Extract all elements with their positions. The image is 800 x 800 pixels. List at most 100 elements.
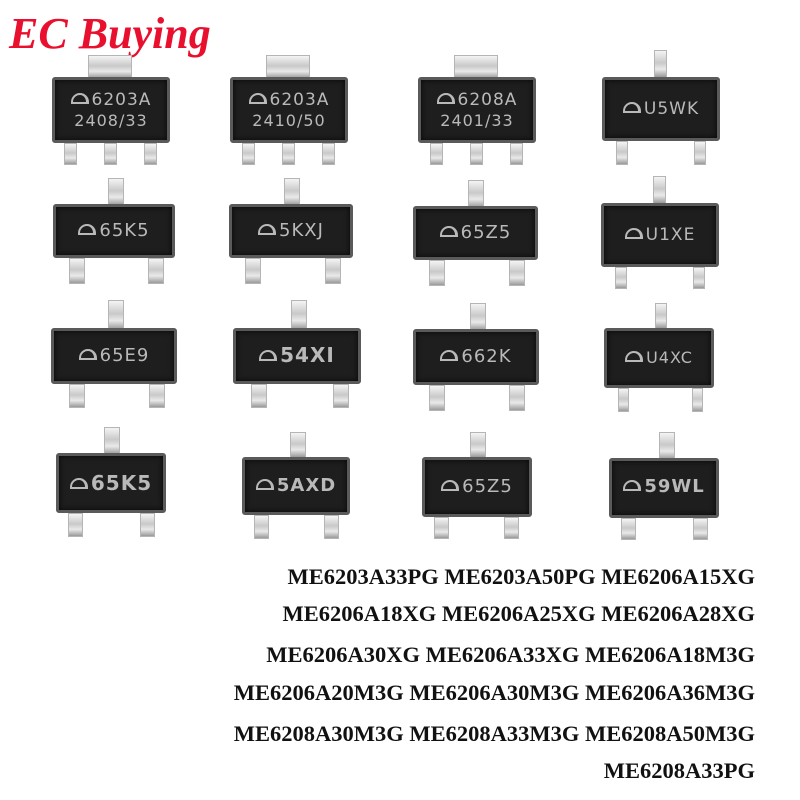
manufacturer-logo-icon (622, 102, 641, 113)
chip-leg (148, 258, 164, 284)
chip-leg (693, 518, 708, 540)
chip-leg (251, 384, 267, 408)
chip-sot23-11: 662K (413, 303, 539, 411)
chip-body (604, 328, 714, 388)
chip-tab (266, 55, 310, 79)
chip-body (229, 204, 353, 258)
chip-leg (616, 141, 628, 165)
chip-sot23-6: 5KXJ (229, 178, 353, 286)
manufacturer-logo-icon (624, 228, 643, 239)
chip-leg (322, 143, 335, 165)
chip-leg (68, 513, 83, 537)
chip-tab (88, 55, 132, 79)
part-numbers-line-6: ME6208A33PG (603, 758, 755, 783)
brand-logo-text: EC Buying (9, 9, 211, 58)
chip-marking-line2: 2401/33 (440, 111, 514, 130)
chip-leg (149, 384, 165, 408)
chip-leg-top (290, 432, 306, 458)
chip-leg (621, 518, 636, 540)
chip-body (418, 77, 536, 143)
manufacturer-logo-icon (623, 480, 642, 491)
chip-body (53, 204, 175, 258)
chip-body (413, 206, 538, 260)
chip-leg (504, 517, 519, 539)
chip-leg-top (653, 176, 666, 204)
chip-sot89-1: 6203A 2408/33 (52, 55, 170, 165)
chip-leg (694, 141, 706, 165)
chip-leg (430, 143, 443, 165)
chip-sot23-15: 65Z5 (422, 432, 532, 540)
chip-sot23-16: 59WL (609, 432, 719, 540)
manufacturer-logo-icon (440, 350, 459, 361)
part-numbers-line-2: ME6206A18XG ME6206A25XG ME6206A28XG (282, 601, 755, 626)
manufacturer-logo-icon (70, 93, 89, 104)
chip-leg (140, 513, 155, 537)
chip-sot23-10: 54XI (233, 300, 361, 408)
chip-tab (454, 55, 498, 79)
chip-leg (69, 384, 85, 408)
chip-marking: 5AXD (242, 475, 350, 496)
manufacturer-logo-icon (248, 93, 267, 104)
chip-leg-top (108, 300, 124, 330)
chip-marking: 5KXJ (229, 220, 353, 241)
chip-marking-line2: 2410/50 (252, 111, 326, 130)
chip-leg-top (470, 432, 486, 458)
chip-marking: 65K5 (56, 471, 166, 495)
chip-leg (429, 385, 445, 411)
chip-leg-top (104, 427, 120, 455)
chip-leg (144, 143, 157, 165)
chip-marking: 65K5 (53, 220, 175, 241)
chip-sot23-12: U4XC (604, 303, 714, 413)
chip-marking: 6208A (418, 90, 536, 110)
chip-sot23-9: 65E9 (51, 300, 177, 408)
chip-marking: U1XE (601, 225, 719, 245)
chip-leg (69, 258, 85, 284)
chip-leg (104, 143, 117, 165)
chip-leg (64, 143, 77, 165)
chip-leg (333, 384, 349, 408)
chip-leg (510, 143, 523, 165)
manufacturer-logo-icon (441, 480, 460, 491)
chip-body (51, 328, 177, 384)
chip-leg-top (654, 50, 667, 78)
chip-marking: 65Z5 (413, 222, 538, 243)
chip-leg (615, 267, 627, 289)
chip-leg (470, 143, 483, 165)
chip-marking: 662K (413, 346, 539, 367)
chip-sot89-2: 6203A 2410/50 (230, 55, 348, 165)
manufacturer-logo-icon (436, 93, 455, 104)
chip-leg (509, 260, 525, 286)
part-numbers-line-4: ME6206A20M3G ME6206A30M3G ME6206A36M3G (233, 680, 755, 705)
chip-leg (693, 267, 705, 289)
manufacturer-logo-icon (439, 226, 458, 237)
chip-marking: 65E9 (51, 345, 177, 366)
chip-leg (325, 258, 341, 284)
manufacturer-logo-icon (259, 350, 278, 361)
chip-body (413, 329, 539, 385)
manufacturer-logo-icon (78, 349, 97, 360)
chip-sot23-14: 5AXD (242, 432, 350, 540)
chip-sot23-7: 65Z5 (413, 180, 538, 286)
manufacturer-logo-icon (255, 479, 274, 490)
chip-marking: 59WL (609, 476, 719, 497)
chip-leg-top (655, 303, 667, 329)
chip-sot23-13: 65K5 (56, 427, 166, 537)
chip-leg (282, 143, 295, 165)
manufacturer-logo-icon (69, 478, 88, 489)
chip-body (233, 328, 361, 384)
manufacturer-logo-icon (78, 224, 97, 235)
chip-body (52, 77, 170, 143)
chip-marking: U5WK (602, 99, 720, 119)
chip-leg-top (659, 432, 675, 460)
chip-body (422, 457, 532, 517)
chip-marking: 6203A (52, 90, 170, 110)
chip-leg (434, 517, 449, 539)
chip-leg-top (108, 178, 124, 206)
chip-sot23-4: U5WK (602, 50, 720, 165)
chip-leg-top (291, 300, 307, 330)
chip-leg (429, 260, 445, 286)
chip-leg (692, 388, 703, 412)
chip-marking: 6203A (230, 90, 348, 110)
chip-marking: U4XC (604, 348, 714, 367)
chip-leg (245, 258, 261, 284)
